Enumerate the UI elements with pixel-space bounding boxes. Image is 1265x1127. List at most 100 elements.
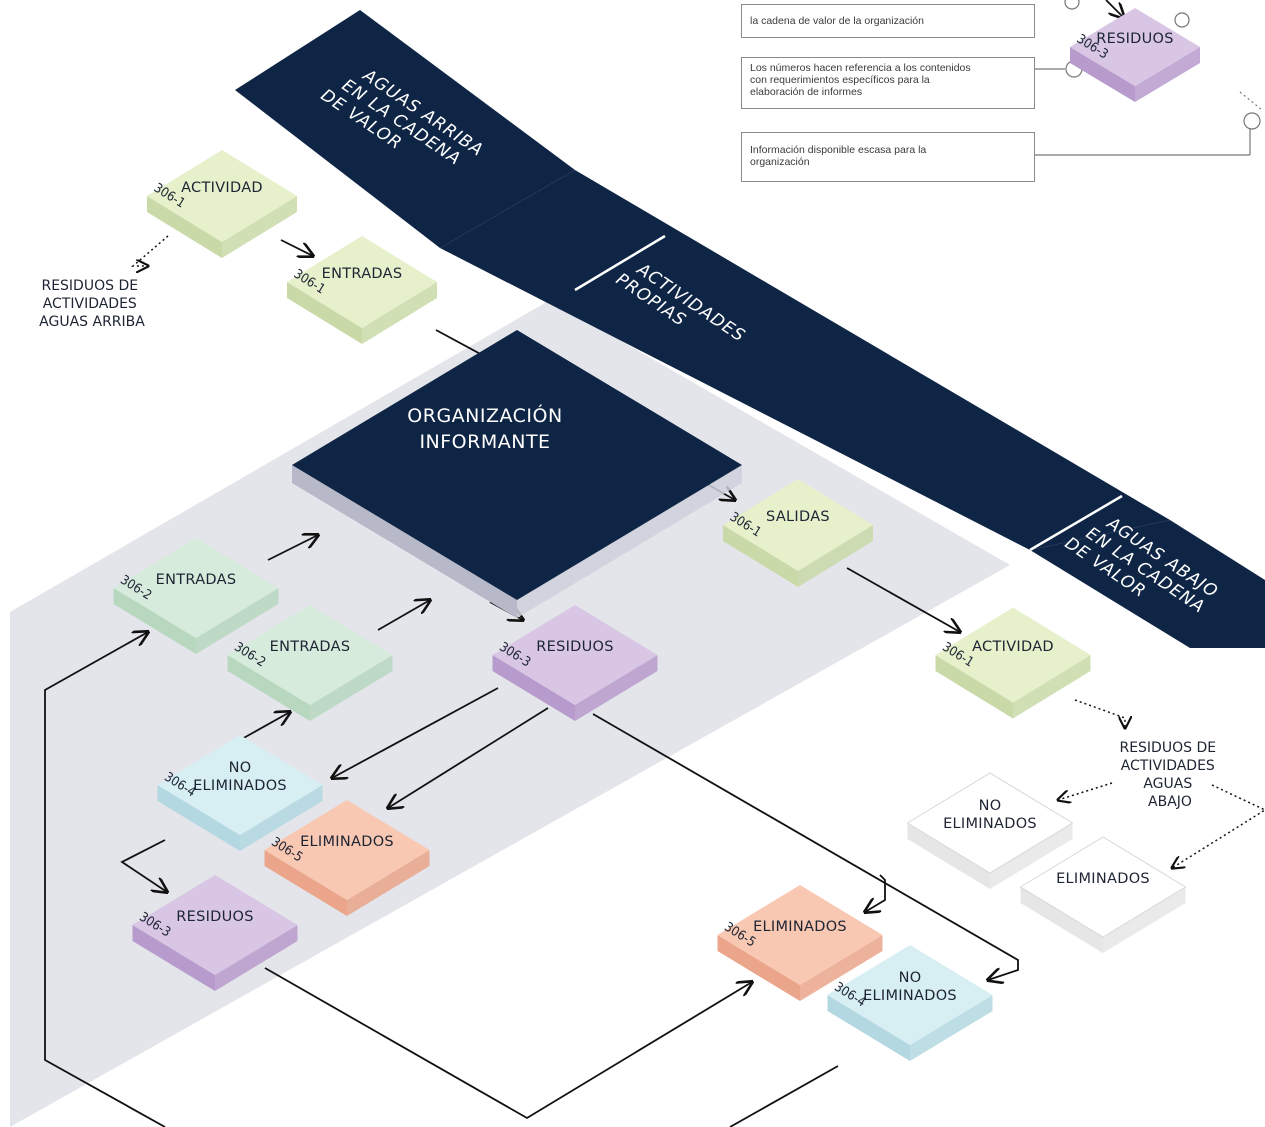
residuos-main-box-right-face	[575, 655, 658, 721]
flow-arrows	[44, 239, 1019, 1127]
organizacion-informante-box-label-line-1: ORGANIZACIÓN	[407, 403, 562, 427]
legend-connectors	[1035, 0, 1263, 156]
actividad-upstream-box-right-face	[222, 196, 297, 258]
legend-residuos-box-left-face	[1070, 47, 1135, 102]
arrow-residuos-no-eliminados-bottom	[592, 713, 1019, 980]
legend-item-numbers-line-3: elaboración de informes	[750, 86, 863, 98]
arrow-residuos-no-eliminados	[332, 687, 499, 778]
actividad-upstream-box-label: ACTIVIDAD	[181, 180, 263, 196]
entradas-306-2-a-box-label-line-1: ENTRADAS	[156, 572, 237, 588]
eliminados-white-box: ELIMINADOS	[1019, 836, 1187, 953]
salidas-box-label-line-1: SALIDAS	[766, 509, 830, 525]
no-eliminados-white-box-left-face	[907, 823, 990, 889]
eliminados-white-box-left-face	[1020, 887, 1103, 953]
legend-residuos-box-right-face	[1135, 47, 1200, 102]
arrow-to-eliminados-bottom	[865, 874, 886, 912]
entradas-upstream-box-label: ENTRADAS	[322, 266, 403, 282]
residuos-downstream-label: RESIDUOS DE ACTIVIDADES AGUAS ABAJO	[1119, 740, 1220, 810]
no-eliminados-left-box-left-face	[157, 785, 240, 851]
eliminados-left-box-left-face	[264, 850, 347, 916]
arrow-no-eliminados-entradas	[239, 712, 290, 741]
arrow-actividad-entradas	[280, 239, 313, 256]
salidas-box-right-face	[798, 525, 873, 587]
arrow-residuos-eliminados-bottom	[264, 967, 752, 1120]
actividad-downstream-box-label-line-1: ACTIVIDAD	[972, 639, 1054, 655]
no-eliminados-bottom-box-top-face	[827, 945, 993, 1045]
entradas-306-2-a-box-top-face	[113, 538, 279, 638]
eliminados-bottom-box-label: ELIMINADOS	[753, 919, 847, 935]
residuos-downstream-line-3: AGUAS	[1143, 776, 1192, 792]
no-eliminados-left-box-label-line-2: ELIMINADOS	[193, 778, 287, 794]
entradas-upstream-box-label-line-1: ENTRADAS	[322, 266, 403, 282]
eliminados-white-box-right-face	[1103, 887, 1186, 953]
no-eliminados-left-box-top-face	[157, 735, 323, 835]
legend-item-numbers-line-1: Los números hacen referencia a los conte…	[750, 62, 971, 74]
residuos-upstream-line-3: AGUAS ARRIBA	[39, 314, 145, 330]
salidas-box-top-face	[723, 479, 873, 571]
residuos-upstream-line-1: RESIDUOS DE	[41, 278, 138, 294]
entradas-306-2-b-box-top-face	[227, 605, 393, 705]
residuos-lower-box-label-line-1: RESIDUOS	[176, 909, 254, 925]
no-eliminados-white-box-label: NO ELIMINADOS	[943, 798, 1037, 832]
arrow-residuos-eliminados	[388, 707, 549, 808]
entradas-upstream-box-top-face	[287, 236, 437, 328]
legend-residuos-box-label: RESIDUOS	[1096, 31, 1174, 47]
dotted-arrow-residuos-arriba	[130, 235, 169, 266]
no-eliminados-white-box: NO ELIMINADOS	[906, 772, 1074, 889]
residuos-downstream-line-1: RESIDUOS DE	[1119, 740, 1216, 756]
legend-item-numbers: Los números hacen referencia a los conte…	[741, 57, 1035, 109]
eliminados-bottom-box-left-face	[717, 935, 800, 1001]
residuos-lower-box-right-face	[215, 925, 298, 991]
actividad-upstream-box-top-face	[147, 150, 297, 242]
arrow-entradas-organizacion-a	[267, 535, 318, 561]
arrow-no-eliminados-residuos	[120, 839, 167, 892]
organizacion-informante-box-top-face	[292, 330, 742, 600]
no-eliminados-white-box-label-line-1: NO	[979, 798, 1002, 814]
entradas-306-2-b-box-label-line-1: ENTRADAS	[270, 639, 351, 655]
legend-item-scarce-line-2: organización	[750, 156, 810, 168]
legend-residuos-box-label-line-1: RESIDUOS	[1096, 31, 1174, 47]
residuos-lower-box-label: RESIDUOS	[176, 909, 254, 925]
legend-item-value-chain-text: la cadena de valor de la organización	[750, 15, 924, 27]
dotted-arrows	[130, 235, 1265, 868]
eliminados-white-box-label: ELIMINADOS	[1056, 871, 1150, 887]
band-separator	[574, 234, 666, 292]
eliminados-left-box-top-face	[264, 800, 430, 900]
residuos-main-box-left-face	[492, 655, 575, 721]
dotted-arrow-no-eliminados-white	[1058, 782, 1113, 800]
eliminados-left-box-label-line-1: ELIMINADOS	[300, 834, 394, 850]
legend-item-scarce-info: Información disponible escasa para la or…	[741, 132, 1035, 182]
actividad-upstream-box-left-face	[147, 196, 222, 258]
eliminados-bottom-box-top-face	[717, 885, 883, 985]
band-separator	[1029, 494, 1123, 552]
arrow-entradas-organizacion-b	[377, 600, 430, 631]
process-boxes: RESIDUOS306-3ACTIVIDAD306-1ENTRADAS306-1…	[113, 8, 1200, 1061]
no-eliminados-white-box-label-line-2: ELIMINADOS	[943, 816, 1037, 832]
residuos-lower-box-left-face	[132, 925, 215, 991]
arrow-no-eliminados-tail	[729, 1065, 839, 1127]
no-eliminados-bottom-box-left-face	[827, 995, 910, 1061]
salidas-box-left-face	[723, 525, 798, 587]
residuos-upstream-line-2: ACTIVIDADES	[43, 296, 137, 312]
no-eliminados-white-box-right-face	[990, 823, 1073, 889]
eliminados-bottom-box-label-line-1: ELIMINADOS	[753, 919, 847, 935]
actividad-downstream-box-right-face	[1013, 655, 1091, 719]
eliminados-left-box-label: ELIMINADOS	[300, 834, 394, 850]
residuos-main-box-top-face	[492, 605, 658, 705]
no-eliminados-bottom-box-label-line-2: ELIMINADOS	[863, 988, 957, 1004]
entradas-306-2-a-box-left-face	[113, 588, 196, 654]
